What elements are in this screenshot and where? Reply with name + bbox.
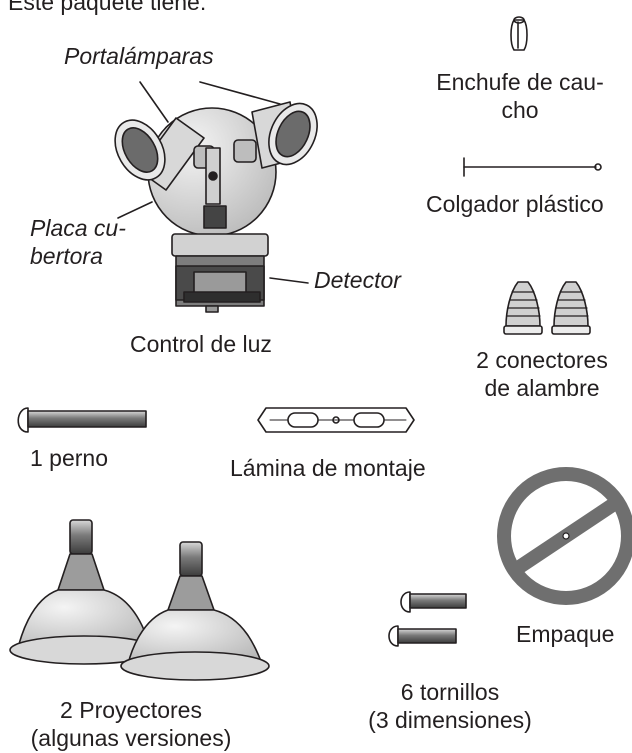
gasket — [497, 467, 632, 605]
bolt — [17, 407, 147, 433]
wire-connectors-label: 2 conectores de alambre — [452, 346, 632, 402]
light-control-fixture — [114, 81, 318, 313]
projectors-label-line2: (algunas versiones) — [30, 725, 232, 751]
mounting-strap-label: Lámina de montaje — [230, 455, 426, 481]
rubber-plug-label: Enchufe de cau- cho — [420, 68, 620, 124]
left-lamp-holder — [114, 117, 215, 191]
detector-label: Detector — [314, 267, 401, 293]
plastic-hanger — [463, 157, 602, 177]
light-control-label: Control de luz — [130, 331, 272, 357]
mounting-strap — [257, 407, 415, 433]
projectors-label: 2 Proyectores (algunas versiones) — [0, 696, 262, 752]
cover-plate-label-line1: Placa cu- — [30, 215, 126, 241]
projector-bulb-left — [9, 519, 159, 665]
right-lamp-holder — [233, 101, 318, 169]
projectors-label-line1: 2 Proyectores — [60, 697, 202, 723]
package-contents-heading: Este paquete tiene: — [8, 0, 207, 15]
screws-label-line2: (3 dimensiones) — [368, 707, 532, 733]
gasket-label: Empaque — [516, 621, 615, 647]
bolt-label: 1 perno — [30, 445, 109, 471]
rubber-plug-label-line2: cho — [501, 97, 539, 123]
wire-connector-left — [503, 281, 543, 335]
screws-label-line1: 6 tornillos — [400, 679, 500, 705]
screw-upper — [400, 591, 467, 613]
projector-bulb-right — [120, 541, 270, 681]
wire-connectors-label-line1: 2 conectores — [476, 347, 608, 373]
lamp-holders-label: Portalámparas — [64, 43, 214, 69]
rubber-plug-label-line1: Enchufe de cau- — [436, 69, 604, 95]
plastic-hanger-label: Colgador plástico — [426, 191, 604, 217]
cover-plate-label-line2: bertora — [30, 243, 103, 269]
detector-housing — [171, 233, 269, 313]
rubber-plug — [510, 16, 528, 51]
screw-lower — [388, 625, 457, 647]
wire-connectors-label-line2: de alambre — [484, 375, 600, 401]
cover-plate-label: Placa cu- bertora — [30, 214, 126, 270]
wire-connector-right — [551, 281, 591, 335]
screws-label: 6 tornillos (3 dimensiones) — [340, 678, 560, 734]
